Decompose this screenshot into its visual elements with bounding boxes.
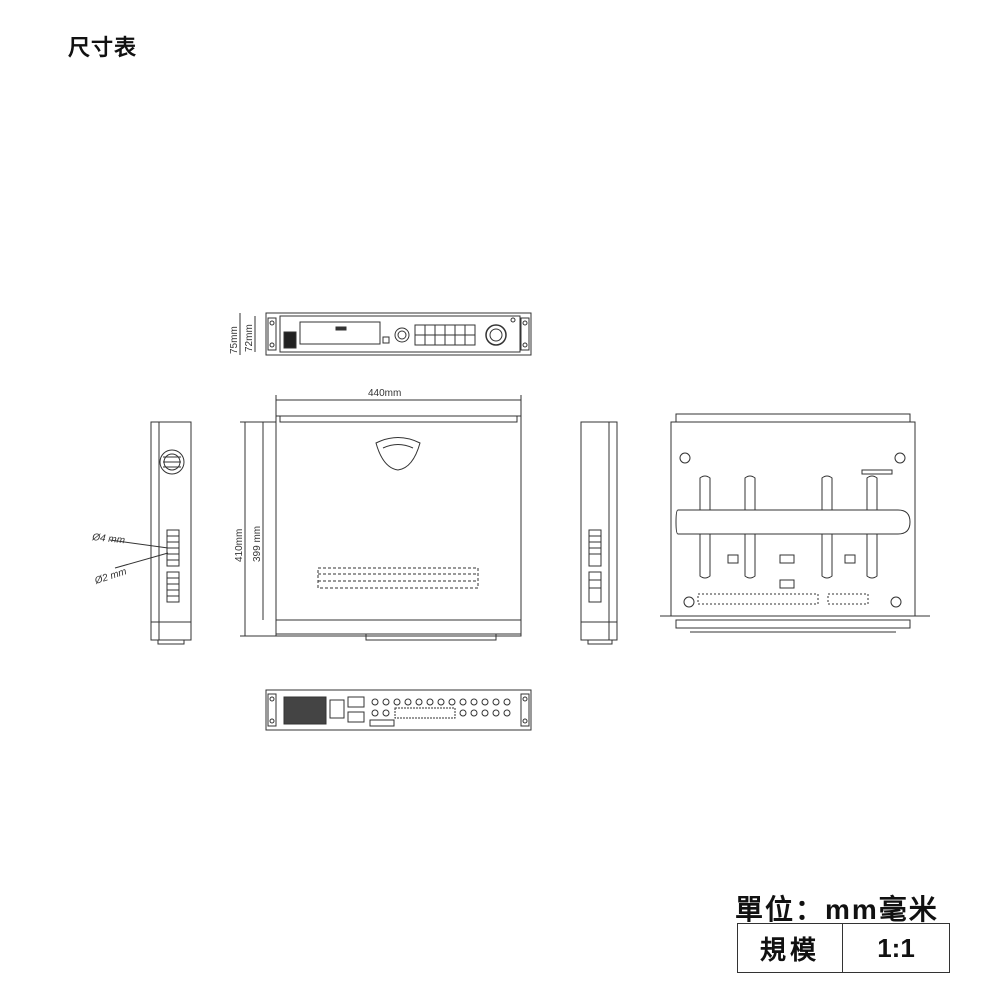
front-view — [239, 312, 532, 356]
depth-inner-label: 399 mm — [252, 526, 263, 562]
top-view — [240, 395, 522, 641]
rear-view — [265, 689, 532, 731]
scale-table: 規模 1:1 — [737, 923, 950, 973]
left-side-view — [109, 421, 192, 645]
unit-label: 單位：mm毫米 — [735, 894, 939, 925]
bottom-view — [660, 413, 930, 633]
height-inner-label: 72mm — [244, 324, 255, 352]
page-title: 尺寸表 — [68, 35, 138, 60]
scale-row: 規模 1:1 — [737, 923, 950, 973]
right-side-view — [580, 421, 618, 645]
depth-outer-label: 410mm — [234, 529, 245, 562]
height-outer-label: 75mm — [229, 326, 240, 354]
width-label: 440mm — [368, 388, 401, 399]
hole-large-label: Ø4 mm — [91, 532, 126, 546]
scale-label: 規模 — [737, 923, 843, 973]
hole-small-label: Ø2 mm — [93, 566, 129, 587]
scale-value: 1:1 — [842, 923, 950, 973]
